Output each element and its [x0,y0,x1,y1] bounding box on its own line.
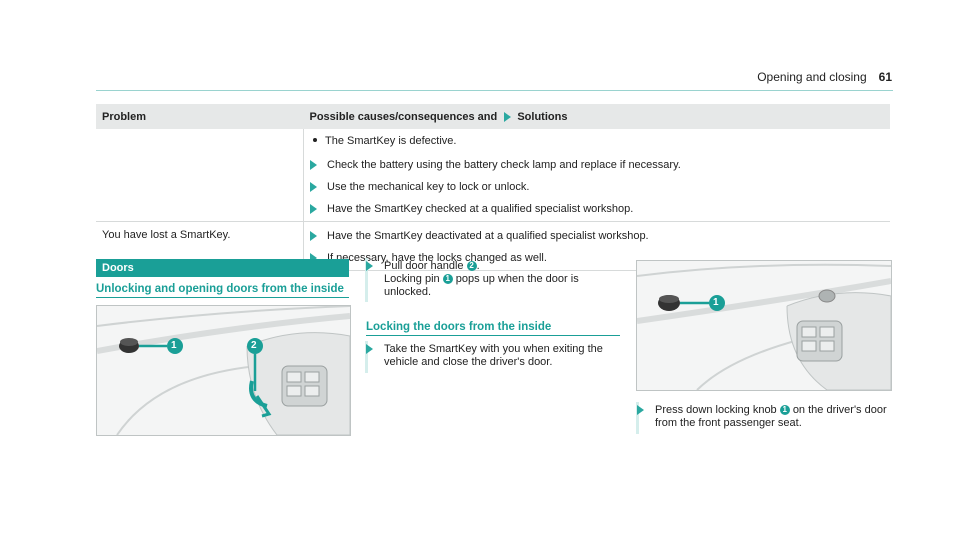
lock-step: Take the SmartKey with you when exiting … [366,343,624,369]
callout-2: 2 [251,340,257,351]
table-row: The SmartKey is defective. Check the bat… [96,129,890,222]
solution-item: Use the mechanical key to lock or unlock… [310,181,884,193]
unlock-step: Pull door handle 2. Locking pin 1 pops u… [366,260,606,299]
step-text: on the driver's door from the front pass… [655,404,887,429]
callout-badge-2: 2 [466,261,477,272]
heading-locking: Locking the doors from the inside [366,321,620,336]
step-text: Pull door handle [384,260,464,272]
page-number: 61 [878,70,892,84]
step-text: pops up when the door is unlocked. [384,273,579,298]
step-marker [636,402,639,434]
solutions-cell: The SmartKey is defective. Check the bat… [303,129,890,222]
solution-text: Have the SmartKey checked at a qualified… [327,203,634,215]
heading-unlocking: Unlocking and opening doors from the ins… [96,283,349,298]
problem-cell [96,129,304,222]
column-header-text: Possible causes/consequences and [309,111,498,123]
cause-item: The SmartKey is defective. [310,135,884,147]
callout-1: 1 [713,297,719,308]
arrow-icon [310,253,317,264]
callout-badge-1: 1 [779,405,790,416]
bullet-icon [313,138,317,143]
step-marker [365,258,368,302]
troubleshooting-table: Problem Possible causes/consequences and… [96,104,890,271]
arrow-icon [310,182,317,193]
table-header-row: Problem Possible causes/consequences and… [96,104,890,129]
header-rule [96,90,893,91]
step-text: Locking pin [384,273,440,285]
door-interior-image-1: 1 2 [96,305,351,436]
callout-badge-1: 1 [442,274,453,285]
solution-text: Use the mechanical key to lock or unlock… [327,181,530,193]
step-marker [365,341,368,373]
page-header: Opening and closing 61 [757,70,892,84]
step-text: Press down locking knob [655,404,777,416]
solution-text: Check the battery using the battery chec… [327,159,681,171]
callout-1: 1 [171,340,177,351]
arrow-icon [310,231,317,242]
arrow-icon [310,204,317,215]
arrow-icon [637,405,644,415]
column-header-problem: Problem [96,104,304,129]
section-title: Opening and closing [757,70,867,84]
solution-item: If necessary, have the locks changed as … [310,252,884,264]
step-text: Take the SmartKey with you when exiting … [384,343,603,368]
arrow-icon [366,344,373,354]
arrow-icon [366,261,373,271]
arrow-icon [504,112,512,123]
column-header-text: Solutions [517,111,568,123]
solution-text: If necessary, have the locks changed as … [327,252,547,264]
solution-text: Have the SmartKey deactivated at a quali… [327,230,649,242]
cause-text: The SmartKey is defective. [325,135,457,147]
solution-item: Have the SmartKey checked at a qualified… [310,203,884,215]
column-header-solutions: Possible causes/consequences and Solutio… [303,104,890,129]
arrow-icon [310,160,317,171]
solution-item: Have the SmartKey deactivated at a quali… [310,230,884,242]
door-interior-image-2: 1 [636,260,892,391]
press-step: Press down locking knob 1 on the driver'… [637,404,893,430]
solution-item: Check the battery using the battery chec… [310,159,884,171]
section-bar-doors: Doors [96,259,349,277]
